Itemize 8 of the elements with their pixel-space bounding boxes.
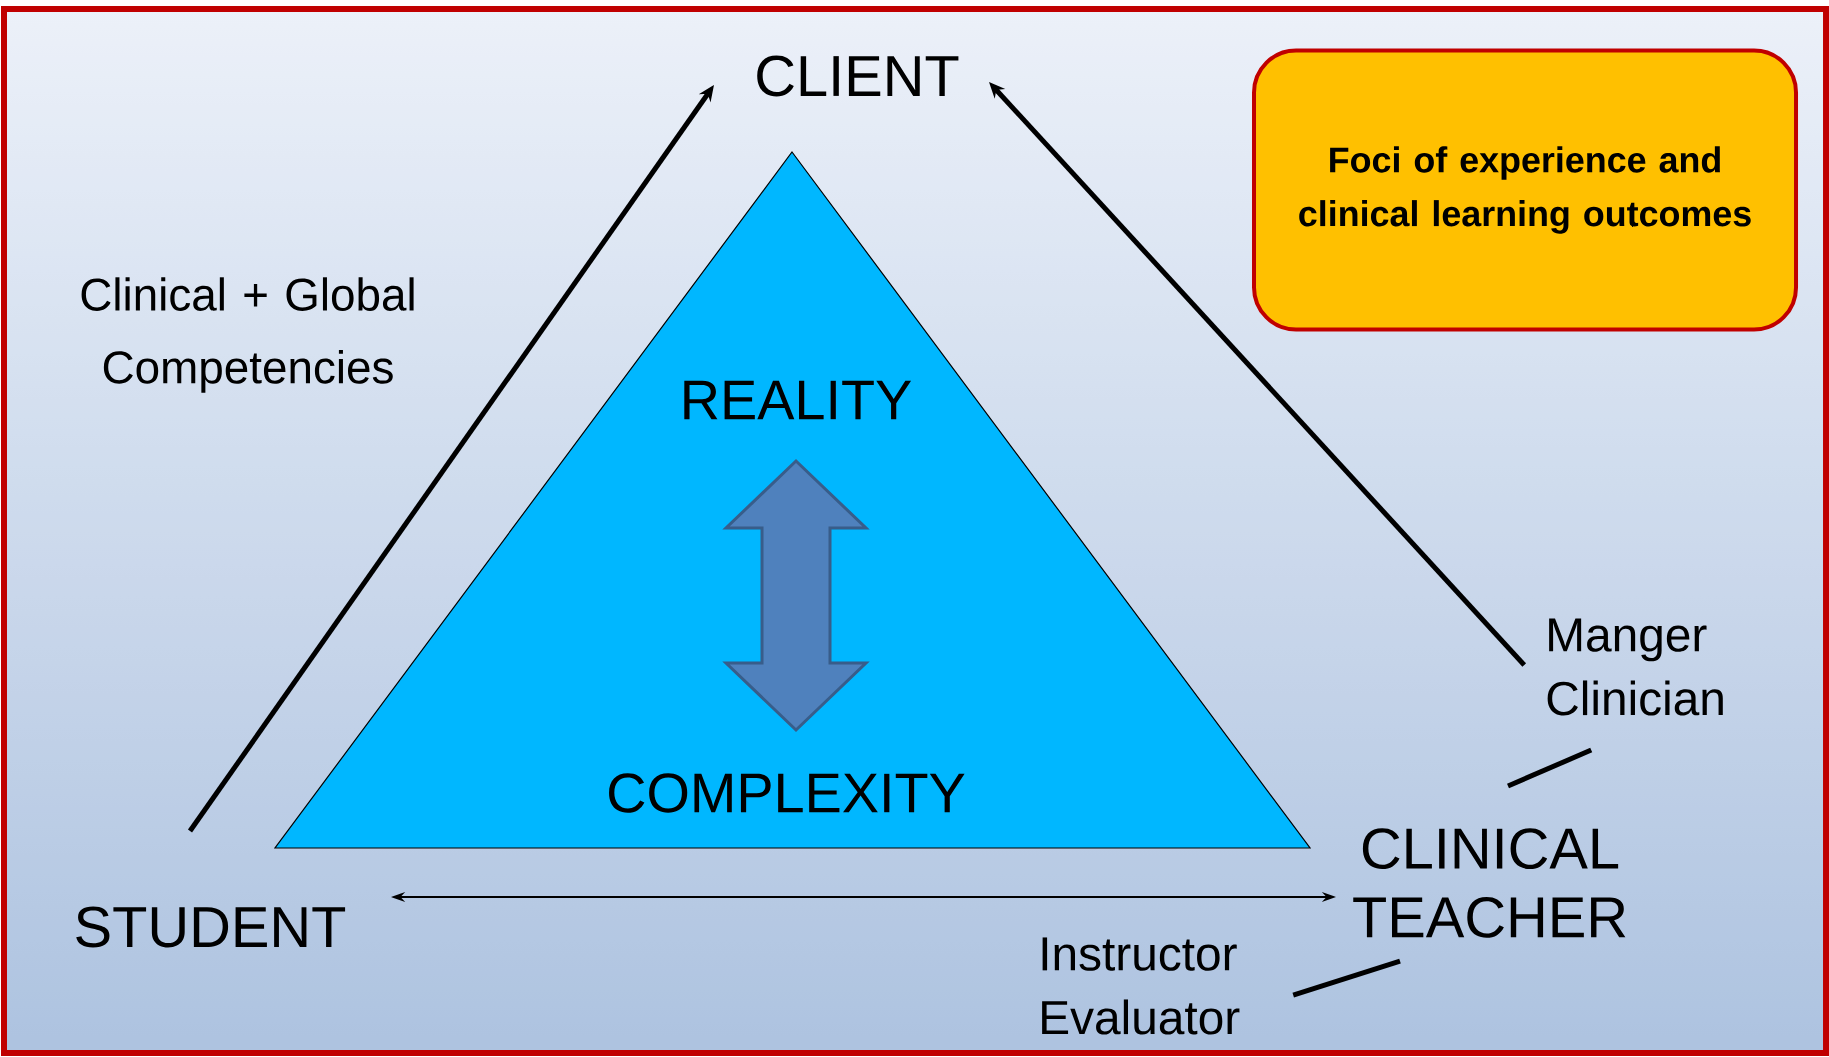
callout-box: Foci of experience and clinical learning outcomes [1252, 48, 1798, 332]
leader-line [1507, 747, 1593, 789]
role-label: Manger Clinician [1547, 618, 1723, 716]
leader-line [1292, 958, 1401, 998]
node-label: STUDENT [76, 906, 346, 948]
title-label: CLIENT [757, 55, 959, 97]
role-label: Instructor Evaluator [1042, 937, 1240, 1035]
node-label: CLINICAL TEACHER [1353, 828, 1626, 938]
